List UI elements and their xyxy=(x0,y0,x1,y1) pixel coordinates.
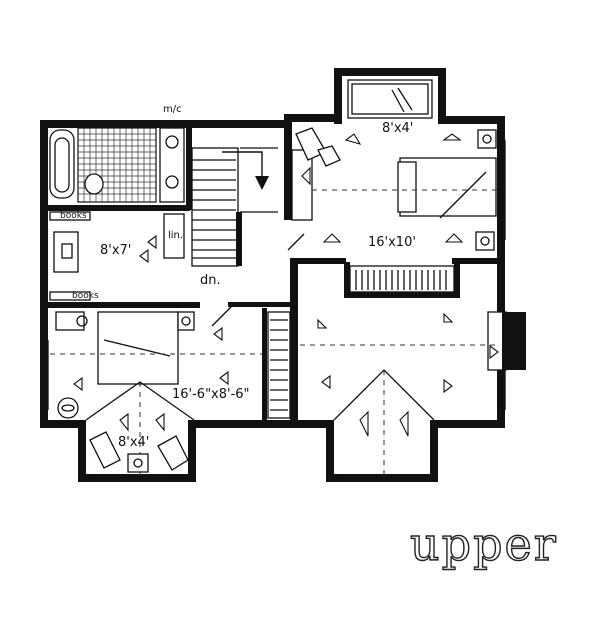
south-bedroom xyxy=(50,305,291,476)
stair-arrow xyxy=(222,151,263,180)
south-bay xyxy=(89,431,189,473)
ceiling-marks xyxy=(73,133,499,437)
master-bedroom xyxy=(287,127,498,251)
fireplace xyxy=(502,312,526,370)
stair-down-note: dn. xyxy=(200,273,221,288)
chair xyxy=(157,435,189,471)
room-label-study: 8'x7' xyxy=(100,243,131,258)
linen-note: lin. xyxy=(168,230,183,241)
chair xyxy=(89,431,121,469)
toilet xyxy=(84,173,104,195)
dresser xyxy=(291,149,313,221)
floor-label: upper xyxy=(410,517,558,571)
sink xyxy=(165,175,179,189)
walls xyxy=(40,68,505,482)
books-note-upper: books xyxy=(60,211,87,221)
stair xyxy=(191,147,278,267)
bathroom xyxy=(49,127,185,203)
room-label-master-bedroom: 16'x10' xyxy=(368,235,416,250)
books-note-lower: books xyxy=(72,291,99,301)
north-closet xyxy=(349,265,455,293)
room-label-south-bay: 8'x4' xyxy=(118,435,149,450)
room-label-south-bedroom: 16'-6"x8'-6" xyxy=(172,387,250,402)
room-label-north-bay: 8'x4' xyxy=(382,121,413,136)
study-furniture xyxy=(49,211,185,301)
linen-closet xyxy=(163,213,185,259)
mech-note: m/c xyxy=(163,104,182,115)
north-bay xyxy=(347,79,433,119)
sink xyxy=(165,135,179,149)
shower-grid xyxy=(77,127,157,203)
